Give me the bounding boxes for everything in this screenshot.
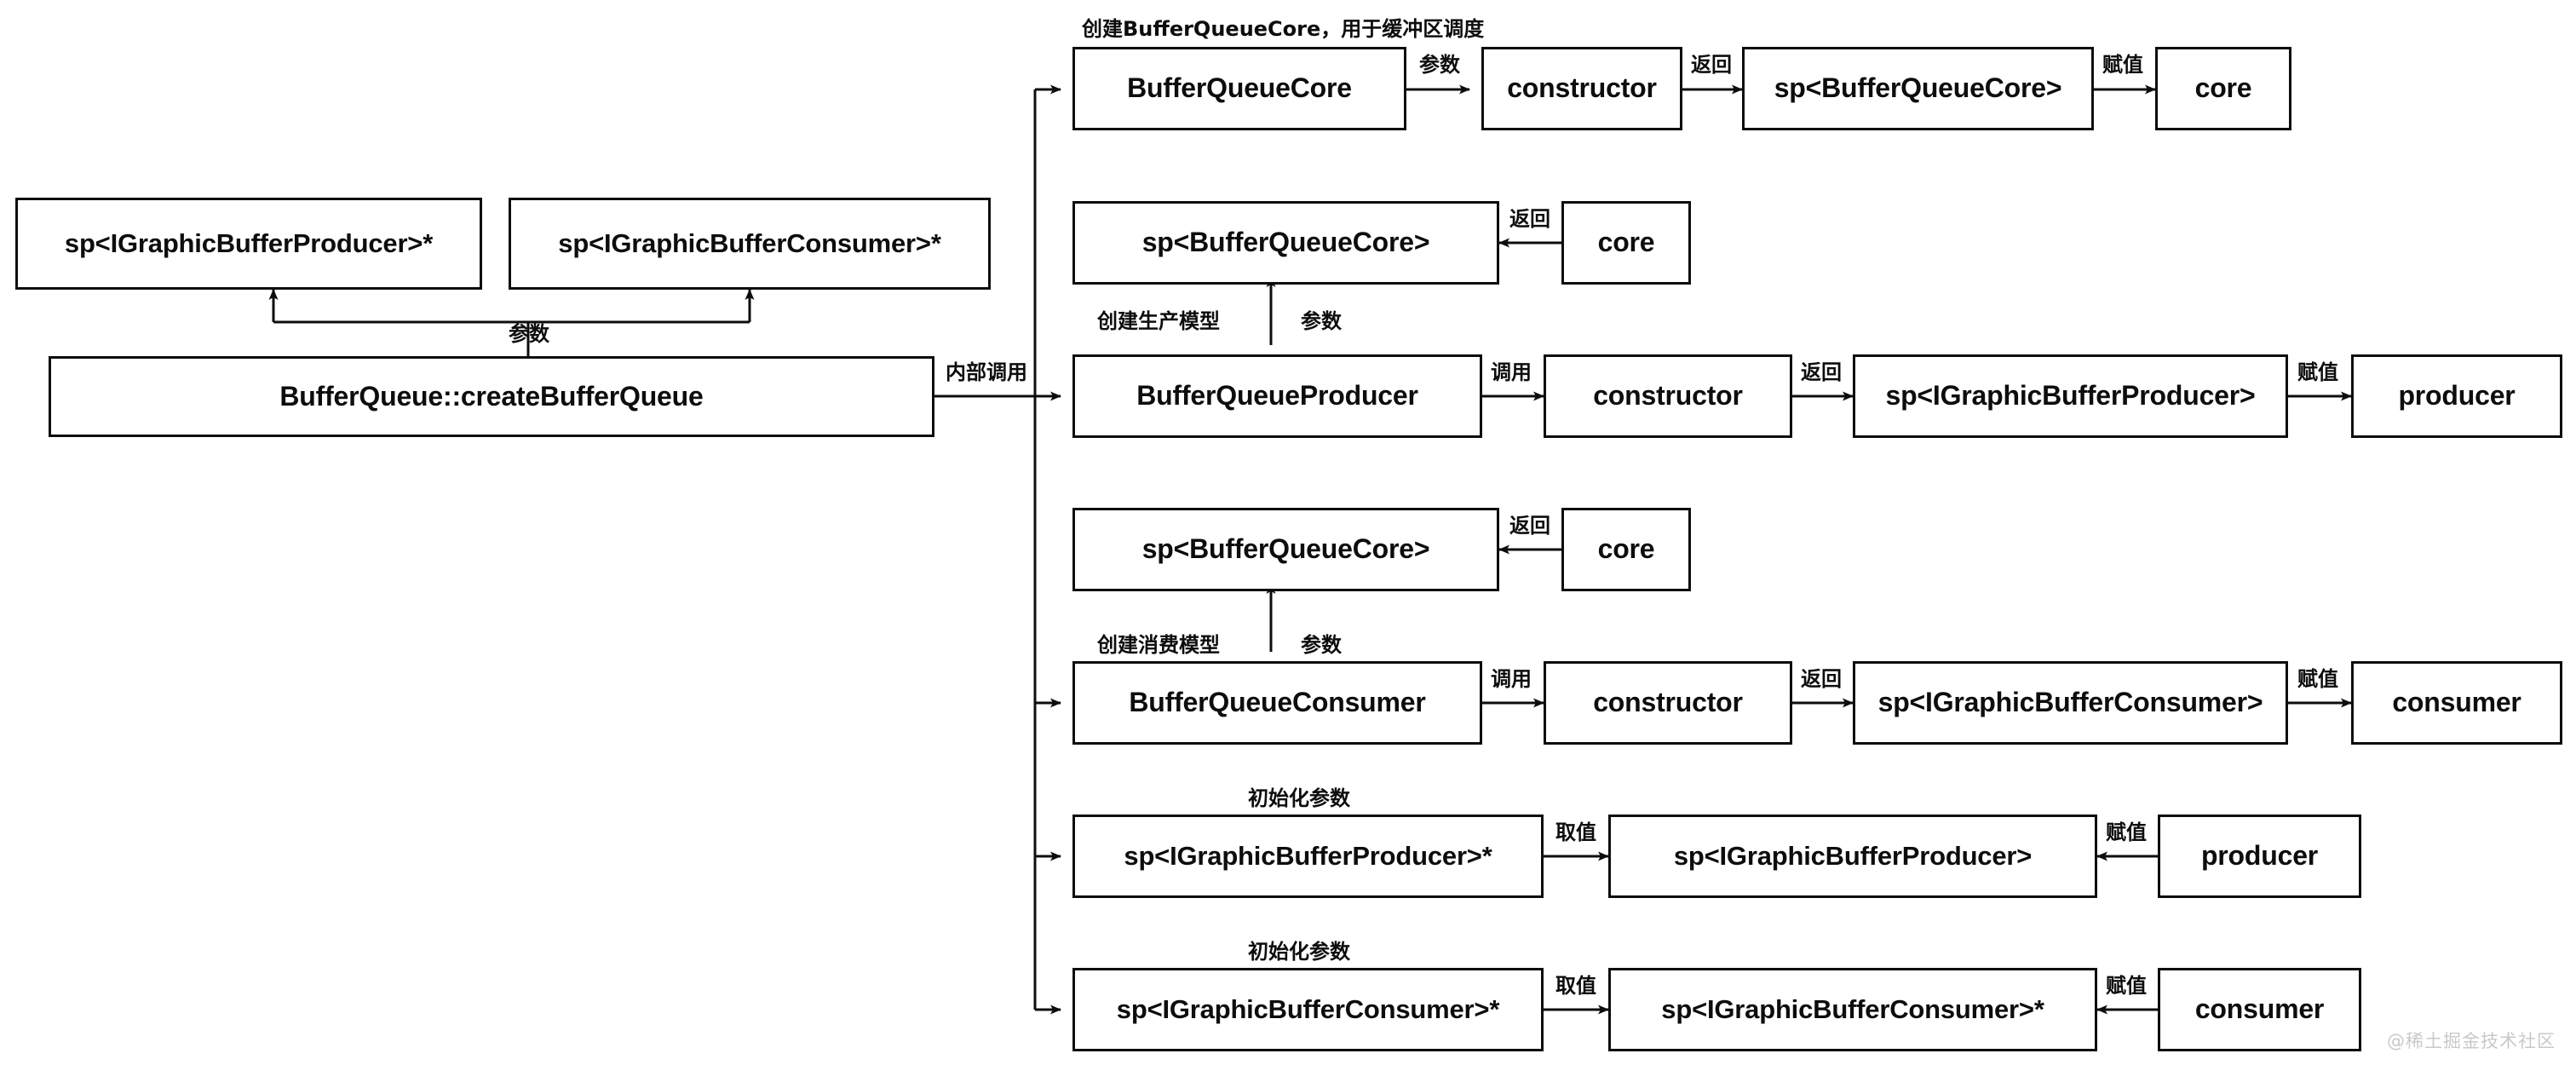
node-label: BufferQueueProducer	[1136, 380, 1418, 412]
label-r1-param: 参数	[1419, 53, 1460, 77]
node-label: sp<IGraphicBufferConsumer>*	[1661, 993, 2044, 1024]
node-producer-param[interactable]: sp<IGraphicBufferProducer>*	[15, 198, 482, 290]
node-r7-sp-consumer[interactable]: sp<IGraphicBufferConsumer>*	[1608, 968, 2097, 1051]
label-r5-note: 创建消费模型	[1097, 633, 1220, 657]
label-r1-assign: 赋值	[2102, 53, 2143, 77]
node-label: sp<BufferQueueCore>	[1141, 533, 1430, 565]
node-label: sp<IGraphicBufferConsumer>	[1877, 687, 2263, 718]
node-r4-core[interactable]: core	[1561, 508, 1691, 591]
node-label: sp<BufferQueueCore>	[1141, 227, 1430, 258]
node-label: sp<BufferQueueCore>	[1774, 72, 2062, 104]
node-label: sp<IGraphicBufferProducer>	[1885, 380, 2256, 412]
node-r6-producer-param[interactable]: sp<IGraphicBufferProducer>*	[1072, 815, 1544, 898]
label-r7-assign: 赋值	[2106, 974, 2147, 998]
label-r3-return: 返回	[1801, 360, 1842, 384]
label-r4-return: 返回	[1509, 514, 1550, 538]
node-label: sp<IGraphicBufferConsumer>*	[1116, 993, 1500, 1024]
node-r3-sp-producer[interactable]: sp<IGraphicBufferProducer>	[1853, 354, 2288, 438]
label-r3-call: 调用	[1491, 360, 1532, 384]
label-r2-param: 参数	[1301, 309, 1342, 333]
node-bufferqueueproducer[interactable]: BufferQueueProducer	[1072, 354, 1482, 438]
node-label: core	[1597, 533, 1655, 565]
node-r6-producer[interactable]: producer	[2158, 815, 2361, 898]
label-param-to-args: 参数	[509, 322, 549, 346]
label-r6-note: 初始化参数	[1248, 786, 1350, 810]
node-label: BufferQueue::createBufferQueue	[279, 380, 704, 412]
node-bufferqueuecore[interactable]: BufferQueueCore	[1072, 47, 1406, 130]
node-label: sp<IGraphicBufferProducer>*	[1124, 840, 1492, 871]
node-entry-createbufferqueue[interactable]: BufferQueue::createBufferQueue	[49, 356, 934, 437]
node-label: core	[1597, 227, 1655, 258]
label-r1-return: 返回	[1691, 53, 1732, 77]
node-label: sp<IGraphicBufferConsumer>*	[558, 227, 941, 258]
label-r5-assign: 赋值	[2297, 667, 2338, 691]
node-r7-consumer-param[interactable]: sp<IGraphicBufferConsumer>*	[1072, 968, 1544, 1051]
label-r7-note: 初始化参数	[1248, 940, 1350, 964]
node-consumer-param[interactable]: sp<IGraphicBufferConsumer>*	[509, 198, 991, 290]
node-r3-constructor[interactable]: constructor	[1544, 354, 1792, 438]
label-create-core-note: 创建BufferQueueCore，用于缓冲区调度	[1082, 17, 1485, 41]
node-r4-sp-core[interactable]: sp<BufferQueueCore>	[1072, 508, 1499, 591]
node-label: consumer	[2392, 687, 2521, 718]
node-r1-sp-core[interactable]: sp<BufferQueueCore>	[1742, 47, 2094, 130]
label-r4-param: 参数	[1301, 633, 1342, 657]
label-internal-call: 内部调用	[946, 360, 1027, 384]
node-r2-core[interactable]: core	[1561, 201, 1691, 285]
node-label: sp<IGraphicBufferProducer>	[1673, 840, 2033, 871]
node-label: constructor	[1593, 687, 1743, 718]
node-label: sp<IGraphicBufferProducer>*	[64, 227, 434, 258]
label-r3-assign: 赋值	[2297, 360, 2338, 384]
node-r5-consumer[interactable]: consumer	[2351, 661, 2562, 745]
label-r6-assign: 赋值	[2106, 820, 2147, 844]
label-r5-return: 返回	[1801, 667, 1842, 691]
node-r1-core[interactable]: core	[2155, 47, 2291, 130]
node-label: consumer	[2194, 993, 2325, 1025]
node-label: constructor	[1593, 380, 1743, 412]
node-r1-constructor[interactable]: constructor	[1481, 47, 1682, 130]
label-r3-note: 创建生产模型	[1097, 309, 1220, 333]
node-r2-sp-core[interactable]: sp<BufferQueueCore>	[1072, 201, 1499, 285]
label-r5-call: 调用	[1491, 667, 1532, 691]
node-label: constructor	[1507, 72, 1657, 104]
node-label: core	[2194, 72, 2252, 104]
node-r5-constructor[interactable]: constructor	[1544, 661, 1792, 745]
node-label: producer	[2398, 380, 2516, 412]
label-r2-return: 返回	[1509, 207, 1550, 231]
node-bufferqueueconsumer[interactable]: BufferQueueConsumer	[1072, 661, 1482, 745]
edge-entry-to-params	[273, 320, 530, 356]
node-label: BufferQueueConsumer	[1129, 687, 1426, 718]
label-r7-take: 取值	[1555, 974, 1596, 998]
node-label: BufferQueueCore	[1127, 72, 1352, 104]
node-r7-consumer[interactable]: consumer	[2158, 968, 2361, 1051]
watermark: @稀土掘金技术社区	[2387, 1031, 2556, 1051]
node-r3-producer[interactable]: producer	[2351, 354, 2562, 438]
node-r6-sp-producer[interactable]: sp<IGraphicBufferProducer>	[1608, 815, 2097, 898]
node-r5-sp-consumer[interactable]: sp<IGraphicBufferConsumer>	[1853, 661, 2288, 745]
node-label: producer	[2200, 840, 2319, 872]
label-r6-take: 取值	[1555, 820, 1596, 844]
